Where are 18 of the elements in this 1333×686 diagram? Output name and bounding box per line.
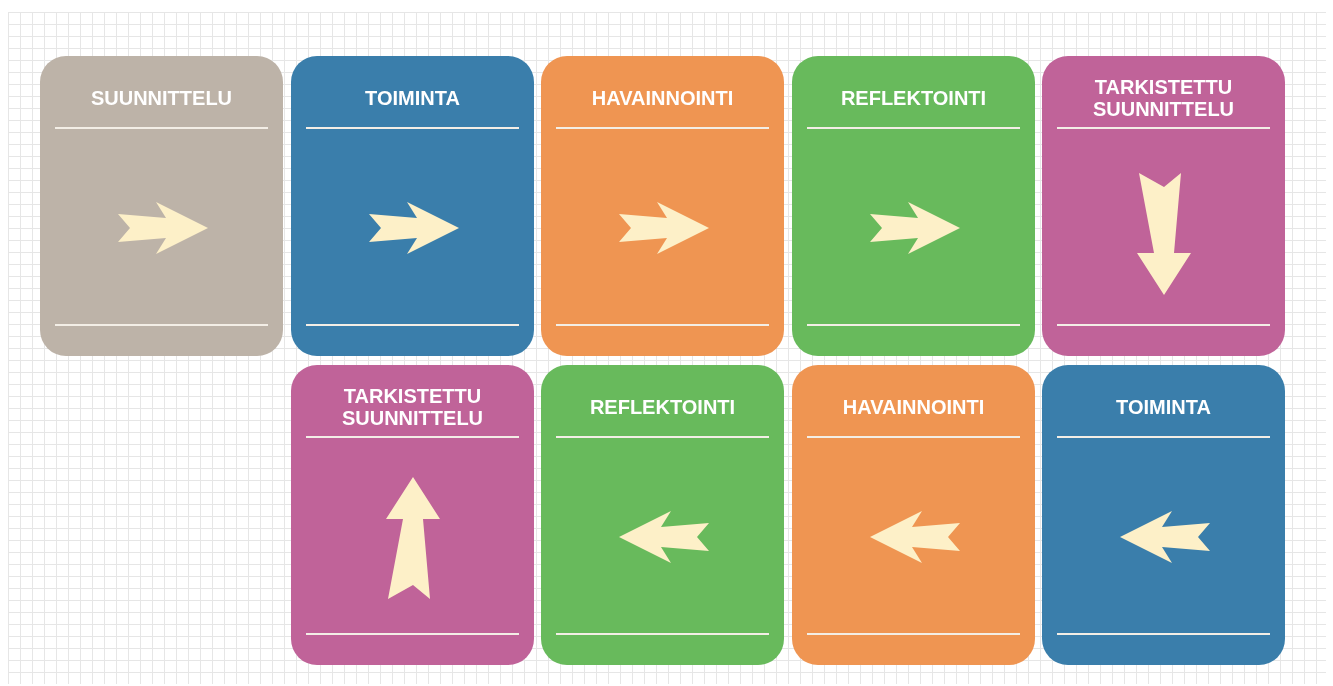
stage-card bbox=[541, 365, 784, 665]
stage-card bbox=[1042, 365, 1285, 665]
stage-card bbox=[40, 56, 283, 356]
stage-heading: TARKISTETTU SUUNNITTELU bbox=[1091, 76, 1236, 120]
stage-heading: TOIMINTA bbox=[1116, 396, 1211, 418]
stage-heading: HAVAINNOINTI bbox=[842, 396, 985, 418]
stage-card bbox=[792, 365, 1035, 665]
stage-heading: TOIMINTA bbox=[365, 87, 460, 109]
stage-heading: HAVAINNOINTI bbox=[591, 87, 734, 109]
stage-heading: SUUNNITTELU bbox=[90, 87, 233, 109]
stage-card bbox=[291, 365, 534, 665]
stage-card bbox=[792, 56, 1035, 356]
stage-card bbox=[541, 56, 784, 356]
stage-heading: TARKISTETTU SUUNNITTELU bbox=[340, 385, 485, 429]
stage-heading: REFLEKTOINTI bbox=[589, 396, 736, 418]
stage-heading: REFLEKTOINTI bbox=[840, 87, 987, 109]
stage-card bbox=[1042, 56, 1285, 356]
stage-card bbox=[291, 56, 534, 356]
